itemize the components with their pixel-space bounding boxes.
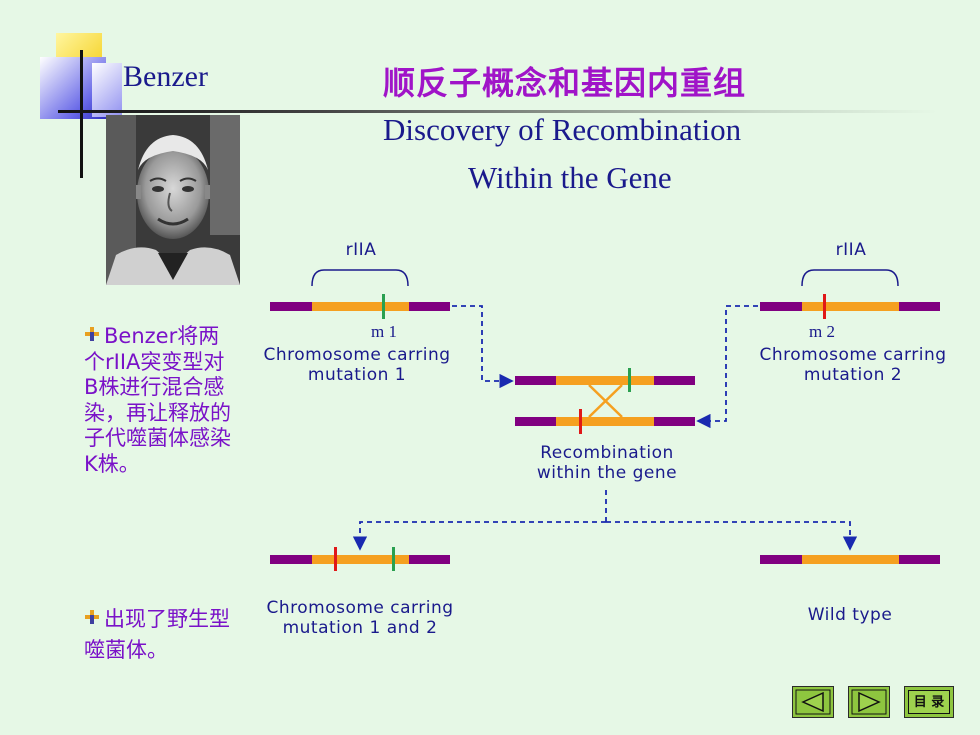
crossover-line xyxy=(588,384,623,418)
arrow-chr1-to-recombination xyxy=(452,305,514,389)
chromosome-mutation-2 xyxy=(760,294,940,319)
double-mutant-label: Chromosome carring mutation 1 and 2 xyxy=(246,598,474,638)
recombination-label-line1: Recombination xyxy=(540,443,674,463)
triangle-right-icon xyxy=(851,689,887,715)
prev-slide-button[interactable] xyxy=(792,686,834,718)
chromosome-2-label-line2: mutation 2 xyxy=(803,365,903,385)
bullet-cross-icon xyxy=(84,323,100,341)
mutation-label-2: m 2 xyxy=(809,322,835,341)
page-title-english-line1: Discovery of Recombination xyxy=(383,112,742,147)
chromosome-mutation-1 xyxy=(270,294,450,319)
gene-label-right: rIIA xyxy=(835,240,867,260)
corner-square-lavender xyxy=(92,63,122,117)
arrow-to-double-mutant xyxy=(352,521,606,551)
bullet-result-text: 出现了野生型噬菌体。 xyxy=(84,607,230,662)
chromosome-1-label-line2: mutation 1 xyxy=(307,365,407,385)
wild-type-label: Wild type xyxy=(807,605,893,625)
bullet-experiment-text: Benzer将两个rIIA突变型对B株进行混合感染，再让释放的子代噬菌体感染K株… xyxy=(84,324,231,476)
double-mutant-label-line1: Chromosome carring xyxy=(266,598,454,618)
chromosome-1-label-line1: Chromosome carring xyxy=(263,345,451,365)
chromosome-wild-type xyxy=(760,555,940,564)
double-mutant-label-line2: mutation 1 and 2 xyxy=(282,618,438,638)
mutation-2-marker xyxy=(823,294,826,319)
chromosome-1-label: Chromosome carring mutation 1 xyxy=(244,345,470,385)
arrow-to-wild-type xyxy=(606,521,858,551)
recombination-label-line2: within the gene xyxy=(536,463,678,483)
chromosome-2-label: Chromosome carring mutation 2 xyxy=(740,345,966,385)
gene-label-left: rIIA xyxy=(345,240,377,260)
bullet-experiment: Benzer将两个rIIA突变型对B株进行混合感染，再让释放的子代噬菌体感染K株… xyxy=(84,323,234,477)
title-horizontal-rule xyxy=(58,110,938,113)
recombination-label: Recombination within the gene xyxy=(512,443,702,483)
page-title-english-line2: Within the Gene xyxy=(468,160,672,195)
bullet-result: 出现了野生型噬菌体。 xyxy=(84,603,234,666)
recombination-pair xyxy=(515,368,695,434)
gene-bracket-right xyxy=(801,269,899,287)
page-title-chinese: 顺反子概念和基因内重组 xyxy=(383,64,747,102)
chromosome-double-mutant xyxy=(270,547,450,571)
speaker-name: Benzer xyxy=(123,60,208,93)
title-vertical-rule xyxy=(80,50,83,178)
bullet-cross-icon xyxy=(84,603,100,624)
mutation-label-1: m 1 xyxy=(371,322,397,341)
chromosome-2-label-line1: Chromosome carring xyxy=(759,345,947,365)
triangle-left-icon xyxy=(795,689,831,715)
table-of-contents-button[interactable]: 目 录 xyxy=(904,686,954,718)
mutation-1-marker xyxy=(382,294,385,319)
table-of-contents-label: 目 录 xyxy=(908,690,950,714)
next-slide-button[interactable] xyxy=(848,686,890,718)
gene-bracket-left xyxy=(311,269,409,287)
portrait-photo xyxy=(106,115,240,285)
